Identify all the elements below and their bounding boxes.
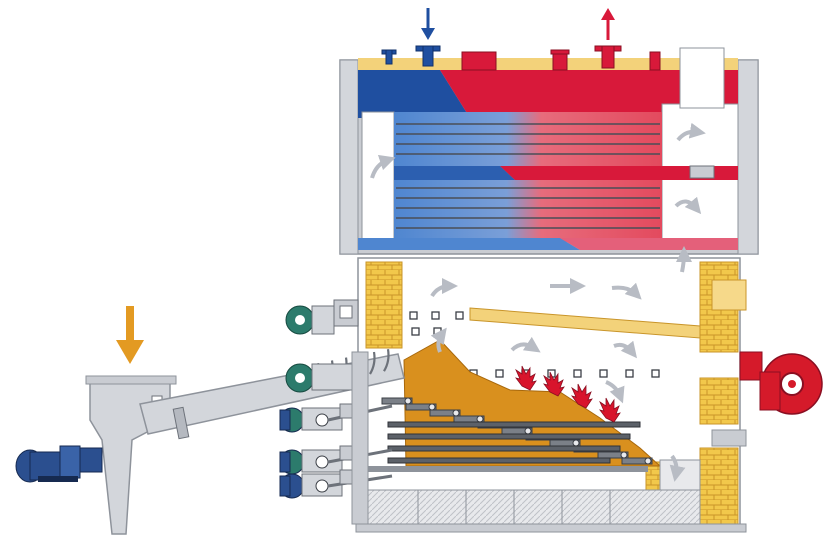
air-port <box>495 369 504 378</box>
grate-roller <box>620 451 628 459</box>
top-insulation <box>358 58 738 70</box>
rear-inspection-block <box>711 279 747 311</box>
front-smoke-chamber <box>361 111 395 243</box>
front-brick-wall <box>365 261 403 349</box>
curved-arrow-icon <box>430 278 458 298</box>
curved-arrow-icon <box>675 246 692 273</box>
curved-arrow-icon <box>674 196 702 215</box>
grate-beam <box>387 421 641 428</box>
air-port <box>409 311 418 320</box>
front-plate <box>351 351 369 525</box>
primary-air-fan <box>285 363 359 393</box>
flame-icon <box>543 371 565 397</box>
top-nozzles <box>381 45 661 71</box>
water-inlet-arrow <box>421 8 435 40</box>
refractory-arch <box>469 307 701 339</box>
up-arrow-icon <box>601 8 615 20</box>
down-arrow-icon <box>421 28 435 40</box>
drive-housing <box>279 475 291 497</box>
bottom-hot-water <box>560 238 738 250</box>
secondary-air-fan <box>285 299 359 335</box>
drive-housing <box>279 451 291 473</box>
drive-housing <box>279 409 291 431</box>
curved-arrow-icon <box>430 327 447 353</box>
flame-icon <box>515 365 537 391</box>
ash-channel-dividers <box>417 490 611 524</box>
ash-box <box>659 459 701 491</box>
air-port <box>625 369 634 378</box>
grate-drives <box>279 403 393 499</box>
right-end-plate <box>737 59 759 255</box>
curved-arrow-icon <box>510 336 541 353</box>
curved-arrow-icon <box>370 154 396 179</box>
front-equipment <box>279 299 393 525</box>
water-divider-cold <box>394 166 515 180</box>
bottom-cold-water <box>358 238 580 250</box>
grate-beam <box>387 433 631 440</box>
flue-fan <box>739 351 823 415</box>
grate-bar <box>381 397 413 405</box>
curved-arrow-icon <box>613 340 638 359</box>
curved-arrow-icon <box>676 122 706 142</box>
heat-exchanger <box>339 8 759 255</box>
air-port <box>599 369 608 378</box>
rear-access-box <box>679 47 725 109</box>
air-port <box>455 311 464 320</box>
curved-arrow-icon <box>669 454 686 482</box>
rear-duct <box>711 429 747 447</box>
grate-roller <box>644 457 652 465</box>
left-end-plate <box>339 59 359 255</box>
drive-pivot <box>315 479 329 493</box>
rear-brick-wall-lower <box>699 447 739 527</box>
air-port <box>651 369 660 378</box>
moving-grate <box>381 397 653 465</box>
grate-beam <box>387 457 611 464</box>
water-outlet-arrow <box>601 8 615 40</box>
grate-roller <box>452 409 460 417</box>
grate-roller <box>524 427 532 435</box>
down-arrow-icon <box>116 340 144 364</box>
grate-beam <box>387 445 621 452</box>
ash-channel <box>367 489 701 525</box>
air-port <box>573 369 582 378</box>
fuel-feeder <box>15 306 405 535</box>
base-frame <box>355 523 747 533</box>
rear-brick-wall-middle <box>699 377 739 425</box>
grate-bar <box>429 409 461 417</box>
hopper-lid <box>85 375 177 385</box>
grate-bar <box>621 457 653 465</box>
damper <box>689 165 715 179</box>
furnace <box>357 246 823 527</box>
fuel-feed-arrow <box>116 306 144 364</box>
cold-water-chamber <box>358 70 470 118</box>
flame-icon <box>571 383 593 409</box>
grate-base <box>368 466 648 472</box>
fire-tubes <box>396 123 660 229</box>
curved-arrow-icon <box>611 282 642 300</box>
air-port <box>411 327 420 336</box>
flames <box>515 365 621 423</box>
grate-bar <box>597 451 629 459</box>
air-port <box>431 311 440 320</box>
grate-roller <box>428 403 436 411</box>
drive-pivot <box>315 455 329 469</box>
drive-pivot <box>315 413 329 427</box>
water-divider-hot <box>500 166 738 180</box>
grate-roller <box>476 415 484 423</box>
grate-roller <box>404 397 412 405</box>
curved-arrow-icon <box>605 380 625 404</box>
grate-bar <box>405 403 437 411</box>
screw-flight <box>369 351 376 375</box>
gas-flow-arrows <box>430 246 692 482</box>
screw-flight <box>383 349 390 372</box>
conveyor-flange <box>172 406 190 440</box>
feeder-motor <box>15 445 103 483</box>
grate-roller <box>572 439 580 447</box>
